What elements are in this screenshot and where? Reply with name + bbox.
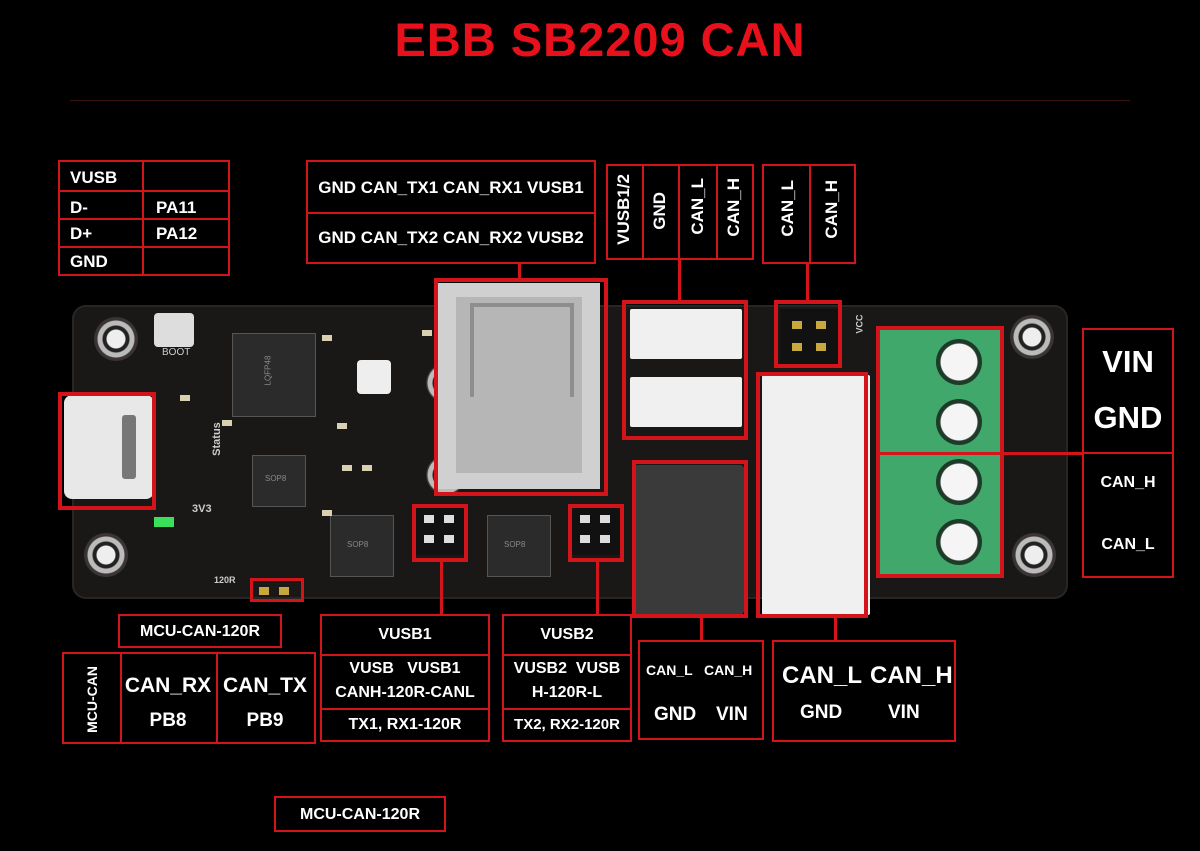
vusb2-line1: VUSB2 VUSB (513, 660, 621, 677)
vusb2-jumper-header (572, 505, 620, 555)
usb-a-highlight (434, 278, 608, 496)
xt-large-pin-box: CAN_L CAN_H GND VIN (772, 640, 956, 742)
terminal-power-label: GND (1093, 400, 1163, 435)
vusb2-header: VUSB2 (540, 626, 594, 643)
usb-pin-gpio: PA11 (156, 198, 197, 217)
jst-pin-label: CAN_L (688, 178, 707, 235)
mounting-hole (84, 533, 128, 577)
120r-label: 120R (214, 575, 236, 585)
xt-small-connector (634, 465, 744, 615)
usb-c-highlight (58, 392, 156, 510)
xt-small-bottom-label: VIN (716, 704, 748, 725)
mcu-can-signal: CAN_TX (222, 674, 307, 697)
xt-large-highlight (756, 372, 868, 618)
usb-a-pin-box: GND CAN_TX1 CAN_RX1 VUSB1 GND CAN_TX2 CA… (306, 160, 596, 264)
status-led (154, 517, 174, 527)
sop8-chip: SOP8 (487, 515, 551, 577)
vusb1-line1: VUSB VUSB1 (349, 660, 461, 677)
vusb1-line2: CANH-120R-CANL (335, 684, 475, 701)
terminal-can-label: CAN_H (1100, 474, 1156, 491)
status-label: Status (210, 422, 223, 456)
vusb2-jumper-box: VUSB2 VUSB2 VUSB H-120R-L TX2, RX2-120R (502, 614, 632, 742)
usb-a-port (438, 283, 600, 489)
usb-pin-name: GND (70, 252, 108, 271)
usb-pin-name: VUSB (70, 168, 118, 187)
vusb1-jumper-highlight (412, 504, 468, 562)
mounting-hole (1010, 315, 1054, 359)
mcu-can-table: MCU-CAN CAN_RX PB8 CAN_TX PB9 (62, 652, 316, 744)
usb-c-port (64, 395, 154, 499)
mcu-chip: LQFP48 (232, 333, 316, 417)
mounting-hole (94, 317, 138, 361)
jst-highlight (622, 300, 748, 440)
vusb1-jumper-header (416, 505, 464, 555)
vusb1-footer: TX1, RX1-120R (348, 716, 462, 733)
sop8-chip: SOP8 (330, 515, 394, 577)
can-header-pin-box: CAN_L CAN_H (762, 164, 856, 264)
mcu-can-gpio: PB8 (149, 710, 187, 731)
usb-pin-name: D- (70, 198, 88, 217)
mcu-can-side-label: MCU-CAN (84, 666, 100, 733)
jst-header-pin-box: VUSB1/2 GND CAN_L CAN_H (606, 164, 754, 260)
mcu-can-120r-bottom-label: MCU-CAN-120R (274, 796, 446, 832)
sop8-chip: SOP8 (252, 455, 306, 507)
mcu-can-gpio: PB9 (246, 710, 284, 731)
terminal-pin-box: VIN GND CAN_H CAN_L (1082, 328, 1174, 578)
crystal (357, 360, 391, 394)
jst-connector-1 (630, 309, 742, 359)
usb-a-pins-row1: GND CAN_TX1 CAN_RX1 VUSB1 (318, 178, 584, 197)
vusb2-jumper-highlight (568, 504, 624, 562)
can-header-highlight (774, 300, 842, 368)
jumper-pin (279, 587, 289, 595)
boot-label: BOOT (162, 347, 191, 358)
xt-small-highlight (632, 460, 748, 618)
mcu-can-signal: CAN_RX (124, 674, 212, 697)
xt-large-connector (762, 375, 870, 615)
mcu-can-120r-label: MCU-CAN-120R (118, 614, 282, 648)
usb-pin-gpio: PA12 (156, 224, 198, 243)
vusb1-header: VUSB1 (378, 626, 432, 643)
xt-small-pin-box: CAN_L CAN_H GND VIN (638, 640, 764, 740)
vusb1-jumper-box: VUSB1 VUSB VUSB1 CANH-120R-CANL TX1, RX1… (320, 614, 490, 742)
page-title: EBB SB2209 CAN (394, 13, 806, 66)
terminal-can-label: CAN_L (1101, 536, 1155, 553)
can-header-pin-label: CAN_H (822, 180, 841, 239)
xt-large-top-label: CAN_H (870, 662, 953, 689)
jst-connector-2 (630, 377, 742, 427)
can-pin-header (780, 309, 838, 365)
mounting-hole (1012, 533, 1056, 577)
xt-large-bottom-label: VIN (888, 702, 920, 723)
vusb2-footer: TX2, RX2-120R (514, 716, 620, 733)
3v3-label: 3V3 (192, 503, 212, 515)
can-header-pin-label: CAN_L (778, 180, 797, 237)
jst-pin-label: VUSB1/2 (614, 174, 633, 245)
xt-large-top-label: CAN_L (782, 662, 863, 689)
usb-pin-name: D+ (70, 224, 93, 243)
mcu-can-120r-jumper-highlight (250, 578, 304, 602)
xt-large-bottom-label: GND (800, 702, 843, 723)
jst-pin-label: CAN_H (724, 178, 743, 237)
usb-a-pins-row2: GND CAN_TX2 CAN_RX2 VUSB2 (318, 228, 584, 247)
jumper-pin (259, 587, 269, 595)
usb-pin-table: VUSB D- PA11 D+ PA12 GND (58, 160, 230, 276)
boot-button (154, 313, 194, 347)
vcc-label: VCC (854, 314, 865, 334)
terminal-power-label: VIN (1102, 344, 1154, 379)
title-divider (70, 100, 1130, 101)
vusb2-line2: H-120R-L (531, 684, 603, 701)
xt-small-top-label: CAN_H (704, 662, 753, 678)
jst-pin-label: GND (650, 192, 669, 230)
xt-small-top-label: CAN_L (646, 662, 693, 678)
xt-small-bottom-label: GND (654, 704, 697, 725)
